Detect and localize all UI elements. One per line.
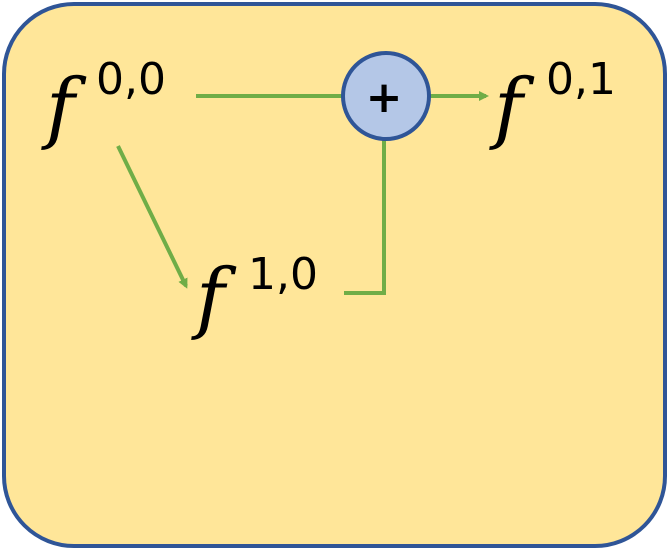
node-f00-superscript: 0,0 — [96, 54, 166, 105]
sum-node: + — [341, 51, 431, 141]
sum-circle — [341, 51, 431, 141]
edge-f10-to-sum — [344, 140, 386, 295]
node-f10-superscript: 1,0 — [248, 249, 318, 300]
node-f01-superscript: 0,1 — [546, 54, 616, 105]
plus-icon: + — [366, 72, 403, 123]
edge-f00-to-f10 — [116, 145, 188, 289]
